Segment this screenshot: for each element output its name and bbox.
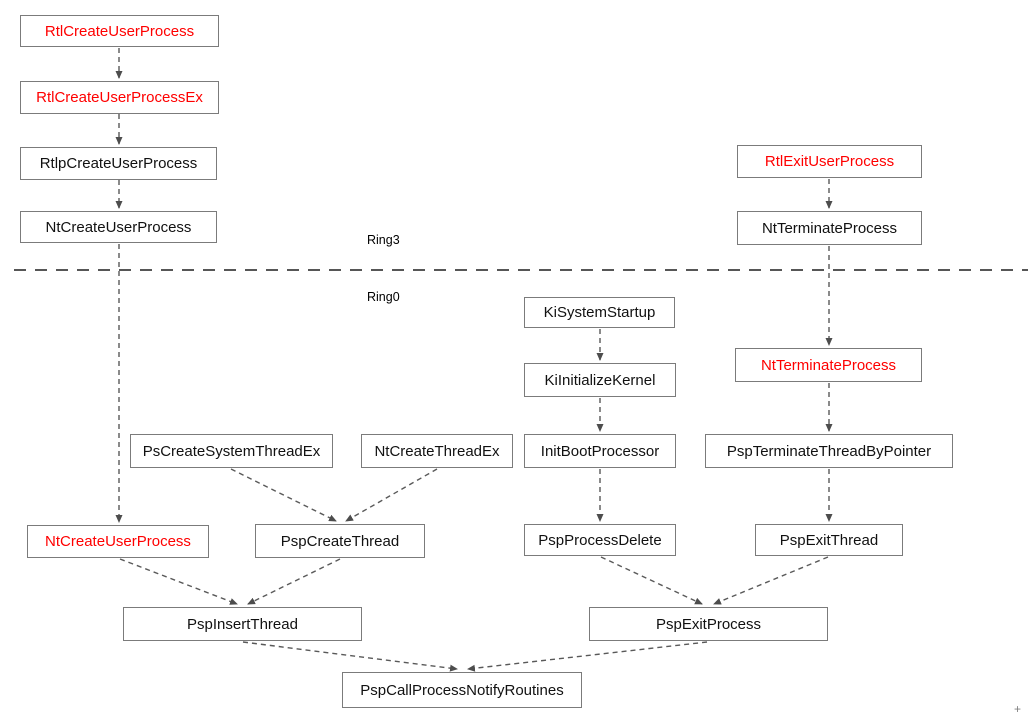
node-label: KiSystemStartup [543,304,656,321]
node-rtl-exit-user-process: RtlExitUserProcess [737,145,922,178]
node-psp-process-delete: PspProcessDelete [524,524,676,556]
node-psp-exit-thread: PspExitThread [755,524,903,556]
node-label: PspProcessDelete [538,531,662,549]
edge-pspprocessdelete-to-pspexitprocess [600,556,703,605]
edge-pspinsertthread-to-pspcallprocessnotifyroutines [242,641,458,672]
node-label: PspExitThread [779,531,879,549]
node-label: PspInsertThread [187,615,298,633]
node-label: KiInitializeKernel [544,371,656,389]
node-label: NtCreateUserProcess [45,218,192,236]
node-rtl-create-user-process-ex: RtlCreateUserProcessEx [20,81,219,114]
plus-cursor-icon: + [1014,702,1022,716]
node-psp-call-process-notify-routines: PspCallProcessNotifyRoutines [342,672,582,708]
node-label: NtTerminateProcess [760,356,897,374]
edge-ntcreateuserprocess-kernel-to-pspinsertthread [119,558,238,605]
node-psp-insert-thread: PspInsertThread [123,607,362,641]
node-nt-terminate-process-ring3: NtTerminateProcess [737,211,922,245]
node-ps-create-system-thread-ex: PsCreateSystemThreadEx [130,434,333,468]
node-nt-create-thread-ex: NtCreateThreadEx [361,434,513,468]
node-nt-terminate-process-ring0: NtTerminateProcess [735,348,922,382]
node-label: PspExitProcess [655,615,762,633]
edge-pspexitthread-to-pspexitprocess [713,556,829,605]
node-label: RtlCreateUserProcess [44,22,195,40]
node-psp-create-thread: PspCreateThread [255,524,425,558]
node-rtlp-create-user-process: RtlpCreateUserProcess [20,147,217,180]
edge-pspcreatethread-to-pspinsertthread [247,558,341,605]
ring3-label: Ring3 [367,233,400,247]
node-label: NtCreateThreadEx [374,442,500,460]
node-psp-exit-process: PspExitProcess [589,607,828,641]
node-label: InitBootProcessor [540,442,660,460]
node-label: PspCreateThread [280,532,400,550]
node-label: PspCallProcessNotifyRoutines [360,681,564,699]
node-nt-create-user-process-ring3: NtCreateUserProcess [20,211,217,243]
node-label: RtlpCreateUserProcess [39,155,198,172]
node-rtl-create-user-process: RtlCreateUserProcess [20,15,219,47]
node-label: RtlExitUserProcess [764,153,895,170]
edge-ntcreatethreadex-to-pspcreatethread [345,468,438,522]
node-ki-initialize-kernel: KiInitializeKernel [524,363,676,397]
node-ki-system-startup: KiSystemStartup [524,297,675,328]
ring0-label: Ring0 [367,290,400,304]
node-label: PspTerminateThreadByPointer [726,442,932,460]
node-label: NtCreateUserProcess [45,533,191,550]
edge-pscreatesystemthreadex-to-pspcreatethread [230,468,337,522]
node-psp-terminate-thread-by-pointer: PspTerminateThreadByPointer [705,434,953,468]
node-label: NtTerminateProcess [761,219,898,237]
node-init-boot-processor: InitBootProcessor [524,434,676,468]
node-nt-create-user-process-ring0: NtCreateUserProcess [27,525,209,558]
node-label: RtlCreateUserProcessEx [36,89,203,106]
node-label: PsCreateSystemThreadEx [142,442,321,460]
edge-pspexitprocess-to-pspcallprocessnotifyroutines [467,641,708,672]
